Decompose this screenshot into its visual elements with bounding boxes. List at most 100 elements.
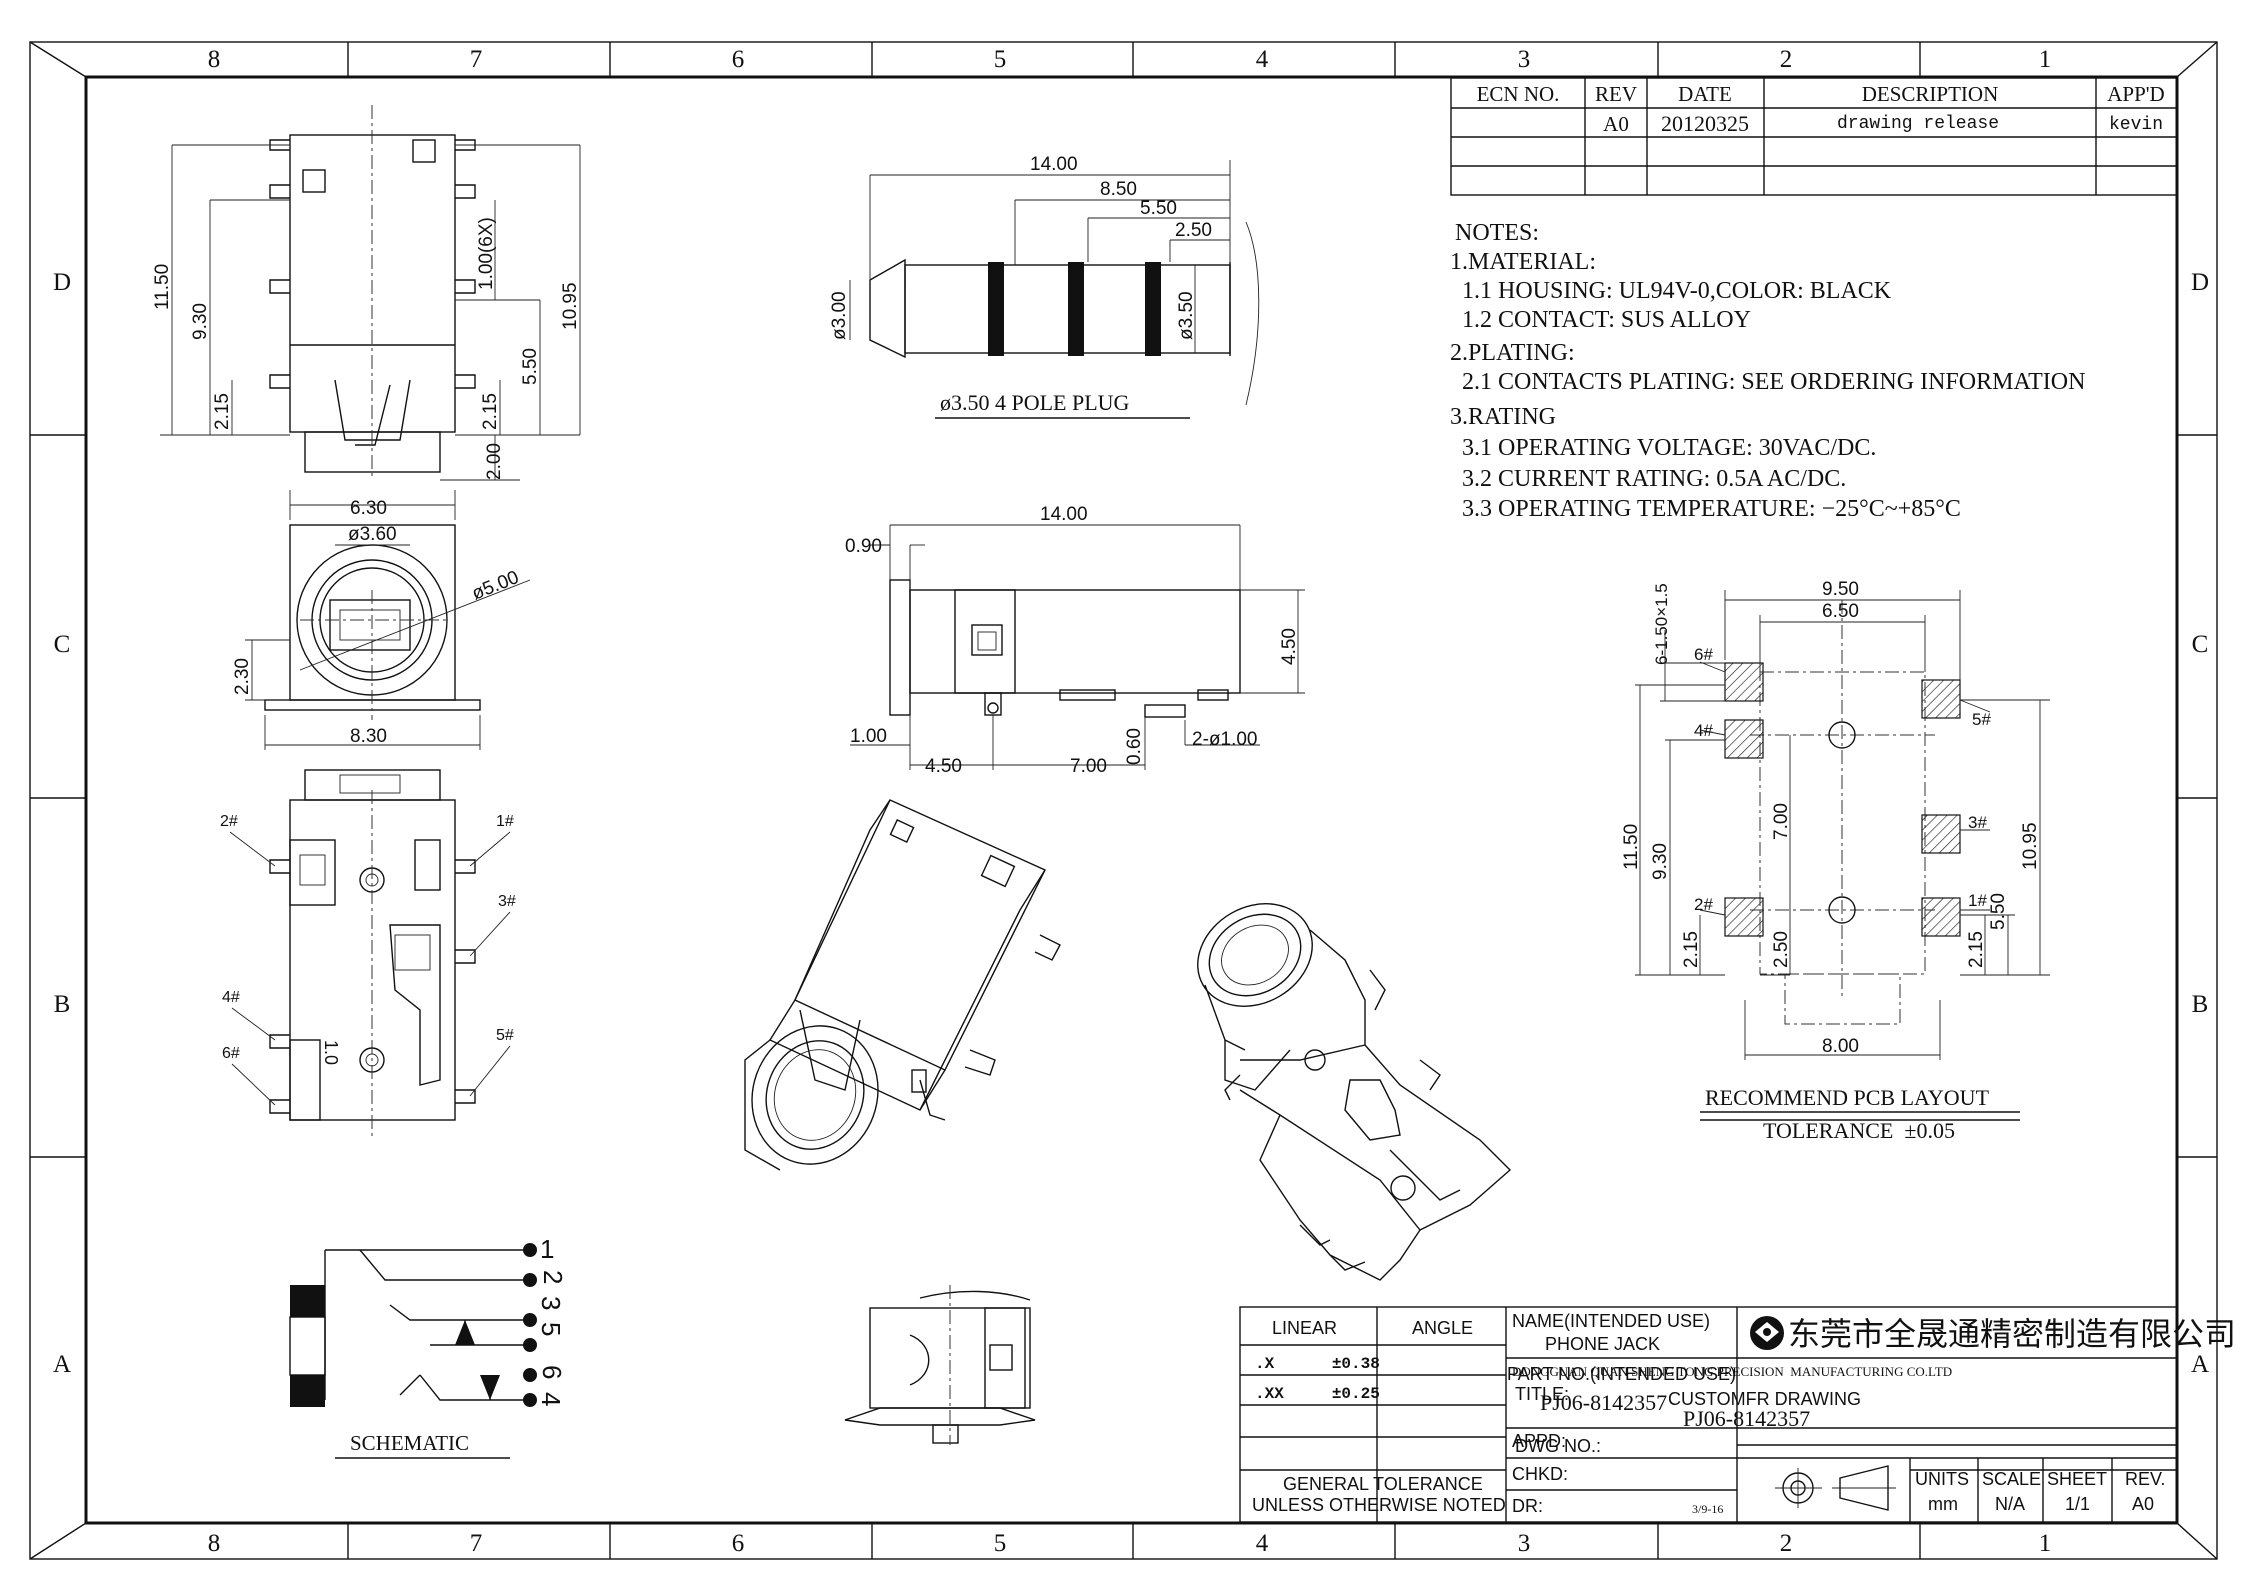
tb-part-label: PART NO.(INTENDED USE) (1507, 1364, 1736, 1384)
small-end-view (844, 1285, 1036, 1445)
front-dim: 2.15 (480, 393, 501, 430)
col-label: 8 (208, 1530, 221, 1557)
front-dim: 2.00 (484, 443, 505, 480)
side-view: 14.00 0.90 4.50 1.00 4.50 7.00 0.60 2-ø1… (845, 504, 1305, 777)
tb-units-value: mm (1928, 1494, 1958, 1514)
tb-rev-label: REV. (2125, 1469, 2165, 1489)
bottom-pin: 5# (496, 1027, 514, 1044)
schematic-pin: 1 (540, 1234, 554, 1264)
tb-sheet-value: 1/1 (2065, 1494, 2090, 1514)
pcb-pin: 6# (1694, 645, 1713, 664)
tb-chkd: CHKD: (1512, 1464, 1568, 1484)
title-block: LINEAR ANGLE .X ±0.38 .XX ±0.25 GENERAL … (1239, 1306, 2236, 1523)
col-label: 4 (1256, 1530, 1269, 1557)
pcb-dim: 10.95 (2020, 822, 2041, 870)
note-line: 2.PLATING: (1450, 340, 1575, 366)
col-label: 3 (1518, 1530, 1531, 1557)
end-dim: ø5.00 (469, 567, 522, 605)
tb-name-label: NAME(INTENDED USE) (1512, 1311, 1710, 1331)
pcb-dim: 9.50 (1822, 579, 1859, 600)
tb-company-cn: 东莞市全晟通精密制造有限公司 (1788, 1316, 2236, 1352)
col-label: 4 (1256, 46, 1269, 73)
schematic-pin: 6 (537, 1365, 567, 1379)
tb-general-tolerance: GENERAL TOLERANCE (1283, 1474, 1483, 1494)
col-label: 6 (732, 1530, 745, 1557)
tb-tol-xx: .XX ±0.25 (1255, 1385, 1380, 1403)
pcb-dim: 6.50 (1822, 601, 1859, 622)
tb-linear: LINEAR (1272, 1318, 1337, 1338)
plug-dim: ø3.50 (1176, 291, 1197, 340)
side-dim: 2-ø1.00 (1192, 729, 1257, 750)
pcb-dim: 8.00 (1822, 1036, 1859, 1057)
pcb-pin: 5# (1972, 710, 1991, 729)
plug-dim: 5.50 (1140, 198, 1177, 219)
front-dim: 2.15 (212, 393, 233, 430)
bottom-pin: 3# (498, 893, 516, 910)
tb-units-label: UNITS (1915, 1469, 1969, 1489)
rev-value-appd: kevin (2109, 115, 2163, 135)
pcb-dim: 2.50 (1771, 931, 1792, 968)
pcb-dim: 7.00 (1771, 803, 1792, 840)
tb-title-label: TITLE: (1515, 1384, 1569, 1404)
pcb-dim: 2.15 (1681, 931, 1702, 968)
front-dim: 5.50 (520, 348, 541, 385)
schematic-pin: 3 (536, 1296, 566, 1310)
note-line: 1.1 HOUSING: UL94V-0,COLOR: BLACK (1450, 278, 1892, 304)
note-line: 3.1 OPERATING VOLTAGE: 30VAC/DC. (1450, 435, 1876, 461)
rev-value-rev: A0 (1603, 112, 1629, 136)
rev-header-appd: APP'D (2107, 82, 2164, 106)
rev-header-date: DATE (1678, 82, 1732, 106)
rev-header-ecn: ECN NO. (1477, 82, 1560, 106)
tb-unless: UNLESS OTHERWISE NOTED (1252, 1495, 1506, 1515)
notes-title: NOTES: (1455, 220, 1539, 246)
rev-header-rev: REV (1595, 82, 1637, 106)
pcb-dim: 11.50 (1621, 824, 1642, 870)
schematic-pin: 4 (536, 1392, 566, 1406)
projection-symbol-icon (1775, 1465, 1896, 1511)
pcb-dim: 6-1.50×1.5 (1652, 583, 1671, 665)
front-dim: 10.95 (560, 282, 581, 330)
tb-part-value: PJ06-8142357 (1540, 1390, 1667, 1415)
row-label: A (2191, 1351, 2209, 1378)
end-dim: ø3.60 (348, 524, 397, 545)
bottom-view: 2# 1# 3# 4# 6# 5# 1.0 (220, 769, 516, 1140)
col-label: 5 (994, 1530, 1007, 1557)
row-label: C (54, 631, 71, 658)
col-label: 5 (994, 46, 1007, 73)
tb-title-2: PJ06-8142357 (1683, 1406, 1810, 1431)
frame-labels: 8 7 6 5 4 3 2 1 8 7 6 5 4 3 2 1 D C B A … (53, 46, 2209, 1557)
iso-view-1 (744, 799, 1061, 1171)
front-view: 11.50 9.30 1.00(6X) 10.95 5.50 2.15 2.15… (152, 105, 581, 481)
pcb-layout: 6# 4# 2# 5# 3# 1# 9.50 6.50 6-1.50×1.5 1… (1621, 579, 2050, 1143)
front-dim: 9.30 (190, 303, 211, 340)
tb-dr-date: 3/9-16 (1692, 1502, 1723, 1516)
rev-value-date: 20120325 (1661, 111, 1749, 136)
tb-name-value: PHONE JACK (1545, 1334, 1660, 1354)
row-label: B (54, 991, 71, 1018)
plug-view: 14.00 8.50 5.50 2.50 ø3.00 ø3.50 ø3.50 4… (829, 154, 1260, 419)
pcb-pin: 1# (1968, 891, 1987, 910)
schematic-label: SCHEMATIC (350, 1431, 469, 1455)
side-dim: 0.90 (845, 536, 882, 557)
row-label: A (53, 1351, 71, 1378)
col-label: 7 (470, 1530, 483, 1557)
iso-view-2 (1197, 903, 1512, 1281)
tb-scale-label: SCALE (1982, 1469, 2041, 1489)
rev-value-description: drawing release (1837, 114, 1999, 134)
side-dim: 4.50 (925, 756, 962, 777)
tb-dr: DR: (1512, 1496, 1543, 1516)
plug-label: ø3.50 4 POLE PLUG (940, 390, 1130, 415)
tb-tol-x: .X ±0.38 (1255, 1355, 1380, 1373)
schematic: 1 2 3 5 6 4 SCHEMATIC (289, 1234, 568, 1459)
tb-title-1: CUSTOMFR DRAWING (1668, 1389, 1861, 1409)
pcb-dim: 5.50 (1988, 893, 2009, 930)
tb-sheet-label: SHEET (2047, 1469, 2107, 1489)
drawing-frame (29, 41, 2218, 1560)
plug-dim: 14.00 (1030, 154, 1078, 175)
row-label: D (2191, 269, 2209, 296)
tb-company-en: DONGGUAN QUAN SHENG TONG PRECISION MANUF… (1512, 1364, 1952, 1379)
note-line: 3.2 CURRENT RATING: 0.5A AC/DC. (1450, 466, 1846, 492)
pcb-tolerance: TOLERANCE ±0.05 (1763, 1118, 1955, 1143)
bottom-center-mark: 1.0 (321, 1040, 341, 1065)
notes: NOTES: 1.MATERIAL: 1.1 HOUSING: UL94V-0,… (1450, 220, 2085, 522)
